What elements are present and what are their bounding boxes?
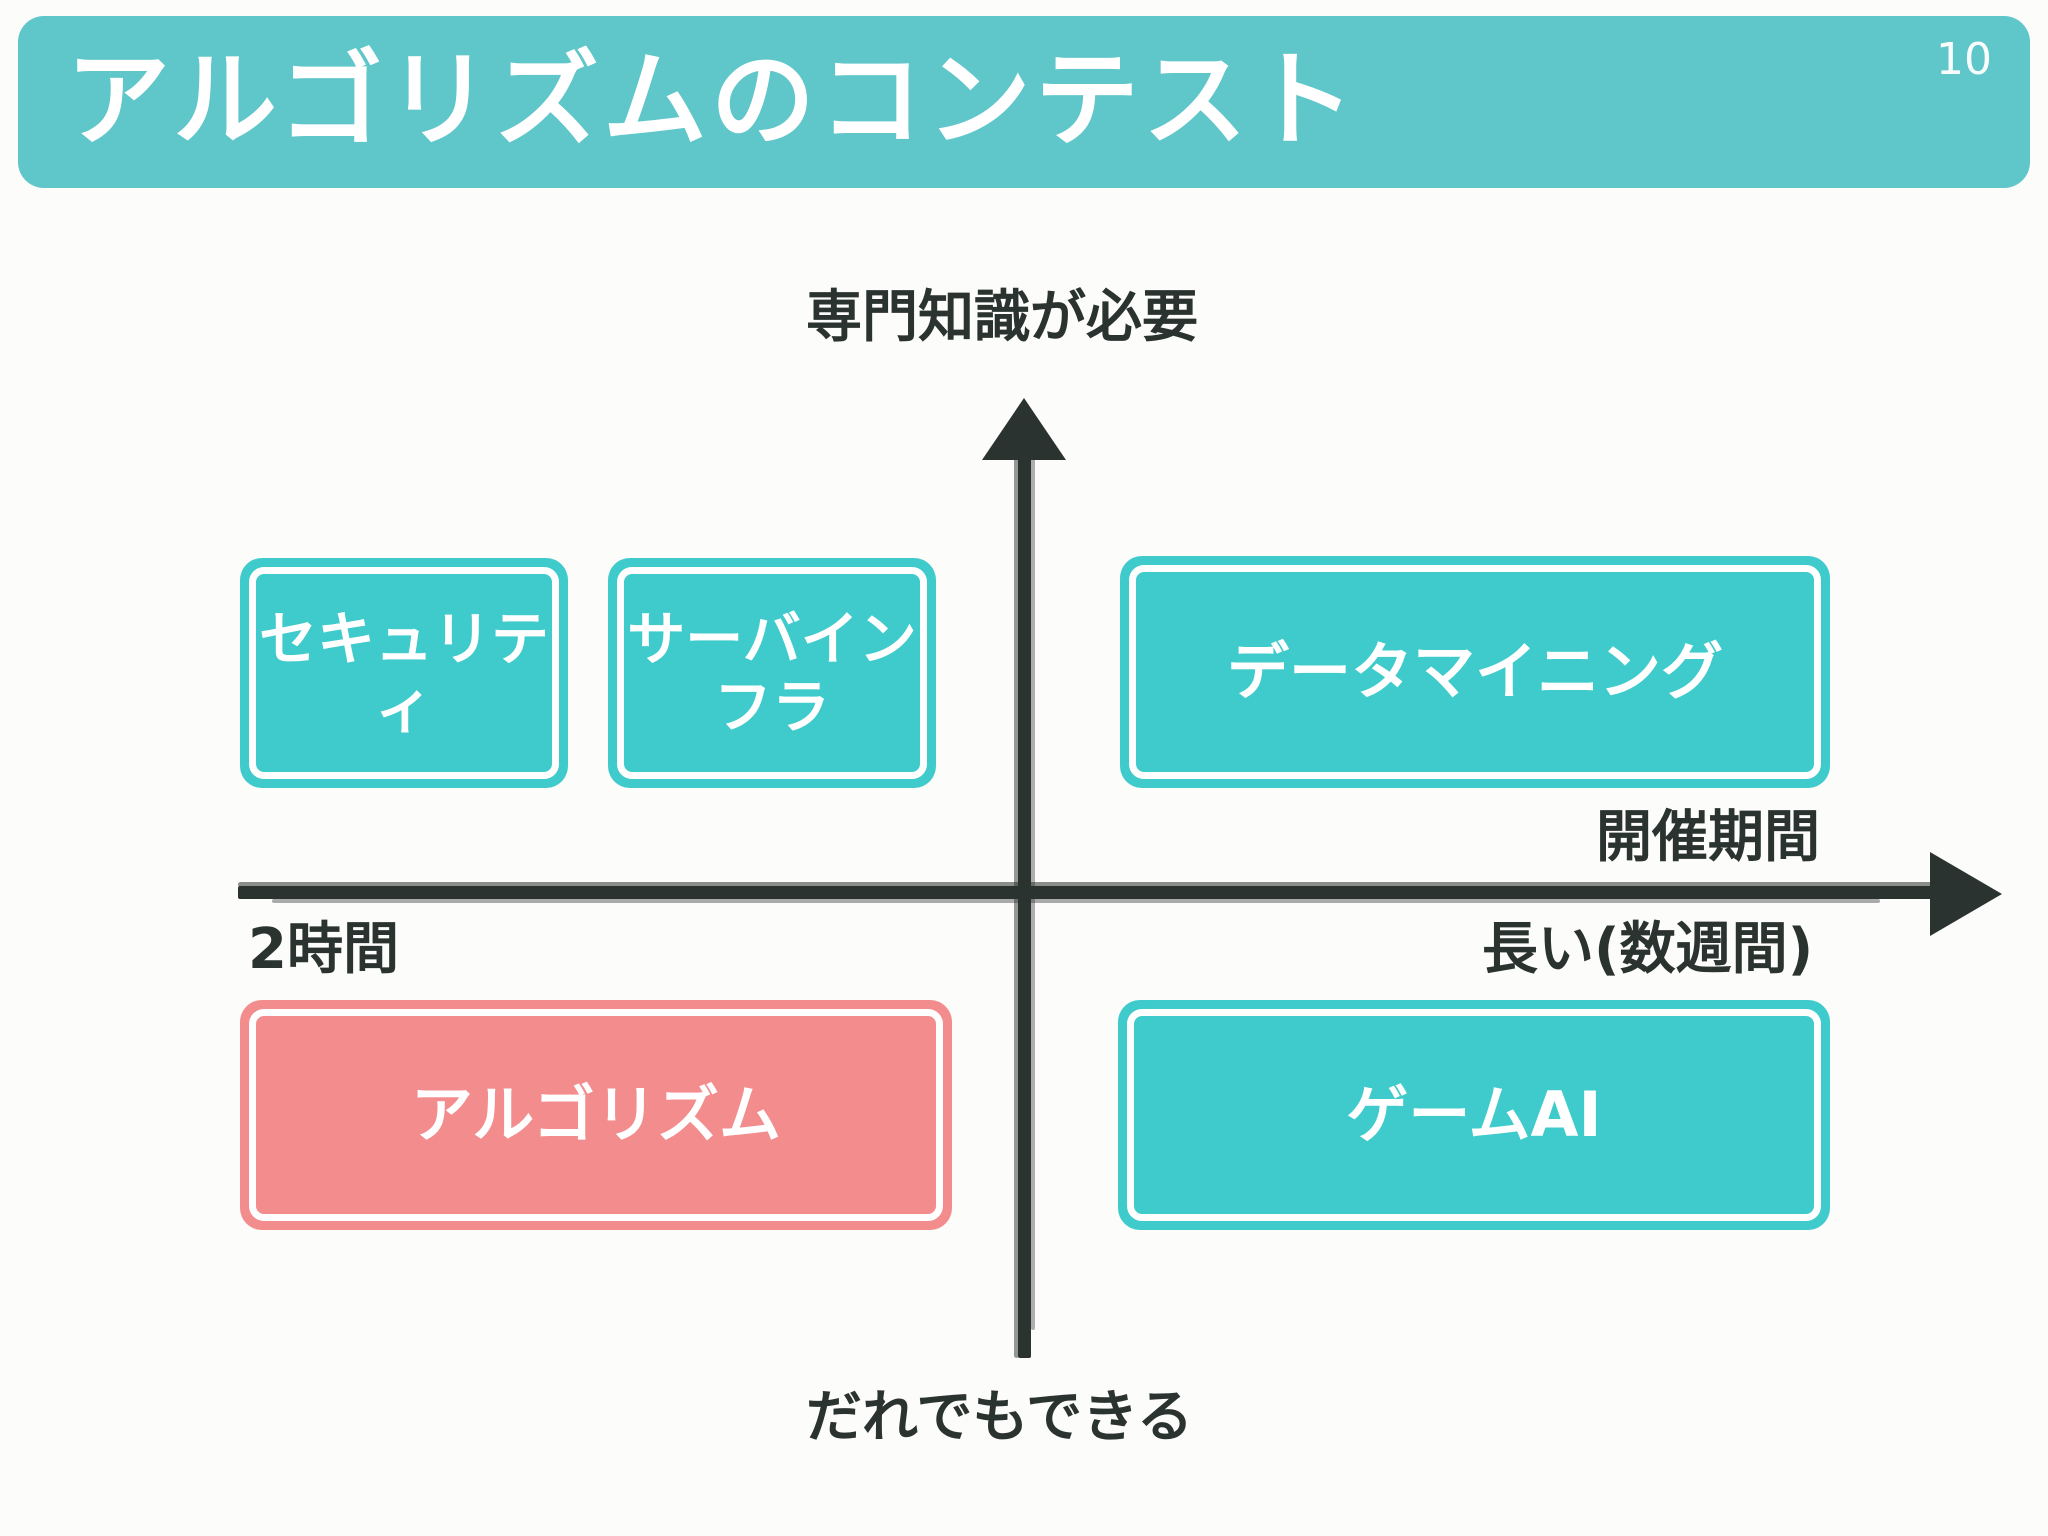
box-game-ai[interactable]: ゲームAI — [1118, 1000, 1830, 1230]
arrow-right-icon — [1930, 852, 2002, 936]
box-label: サーバインフラ — [627, 604, 917, 741]
box-security[interactable]: セキュリティ — [240, 558, 568, 788]
horizontal-axis-line — [238, 882, 1948, 903]
box-label: データマイニング — [1226, 635, 1723, 709]
box-data-mining[interactable]: データマイニング — [1120, 556, 1830, 788]
box-algorithm[interactable]: アルゴリズム — [240, 1000, 952, 1230]
title-banner: アルゴリズムのコンテスト 10 — [18, 16, 2030, 188]
axis-label-bottom: だれでもできる — [806, 1385, 1193, 1450]
arrow-up-icon — [982, 398, 1066, 460]
axis-label-left: 2時間 — [248, 917, 399, 982]
box-label: ゲームAI — [1346, 1078, 1602, 1152]
box-label: セキュリティ — [258, 604, 549, 741]
axis-label-top: 専門知識が必要 — [806, 285, 1198, 350]
axis-label-right: 長い(数週間) — [1482, 917, 1814, 982]
page-number: 10 — [1936, 34, 1992, 85]
box-server-infra[interactable]: サーバインフラ — [608, 558, 936, 788]
axis-label-duration: 開催期間 — [1596, 805, 1820, 870]
box-label: アルゴリズム — [410, 1078, 782, 1152]
page-title: アルゴリズムのコンテスト — [66, 38, 1359, 161]
